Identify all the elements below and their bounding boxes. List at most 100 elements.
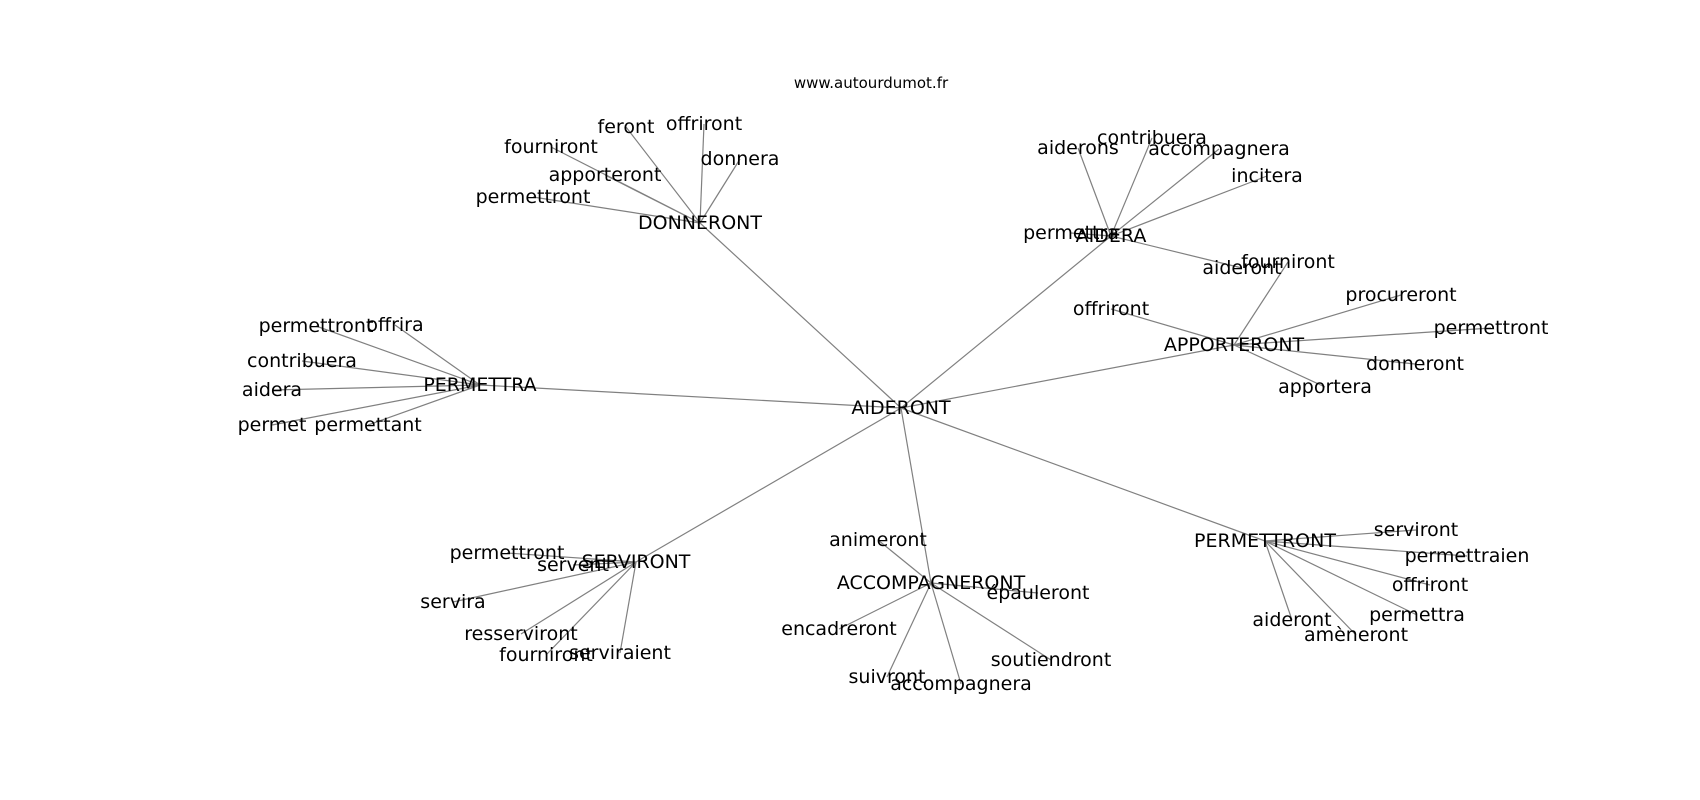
edge-hub-leaf <box>877 539 932 584</box>
edge-hub-leaf <box>1264 540 1293 621</box>
edge-hub-leaf <box>1110 235 1243 269</box>
leaf-node-label[interactable]: fourniront <box>1241 251 1335 273</box>
edge-hub-leaf <box>315 325 481 386</box>
leaf-node-label[interactable]: amèneront <box>1304 624 1408 646</box>
hub-node-label[interactable]: APPORTERONT <box>1164 334 1305 356</box>
leaf-node-label[interactable]: encadreront <box>781 618 896 640</box>
edge-center-hub <box>699 222 902 409</box>
edge-center-hub <box>900 235 1112 409</box>
edge-center-hub <box>635 407 902 563</box>
edge-center-hub <box>900 407 1266 542</box>
edge-hub-leaf <box>1110 148 1220 237</box>
leaf-node-label[interactable]: accompagnera <box>1148 138 1290 160</box>
edge-hub-leaf <box>930 582 962 685</box>
leaf-node-label[interactable]: fourniront <box>504 136 598 158</box>
edge-hub-leaf <box>1264 540 1468 557</box>
edge-hub-leaf <box>1233 294 1402 346</box>
leaf-node-label[interactable]: permettant <box>314 414 421 436</box>
leaf-node-label[interactable]: apporteront <box>549 164 662 186</box>
edge-hub-leaf <box>930 582 1052 661</box>
leaf-node-label[interactable]: permettra <box>1369 604 1465 626</box>
edge-hub-leaf <box>572 561 637 566</box>
leaf-node-label[interactable]: serviraient <box>569 642 671 664</box>
leaf-node-label[interactable]: contribuera <box>1097 127 1207 149</box>
edge-hub-leaf <box>1264 529 1417 542</box>
edge-hub-leaf <box>367 384 481 426</box>
leaf-node-label[interactable]: offrira <box>366 314 423 336</box>
edge-hub-leaf <box>271 384 481 391</box>
edge-hub-leaf <box>699 158 741 224</box>
graph-edges <box>271 123 1492 685</box>
leaf-node-label[interactable]: resserviront <box>464 623 577 645</box>
leaf-node-label[interactable]: apportera <box>1278 376 1372 398</box>
leaf-node-label[interactable]: fourniront <box>499 644 593 666</box>
hub-node-label[interactable]: DONNERONT <box>638 212 762 234</box>
leaf-node-label[interactable]: permettront <box>259 315 374 337</box>
leaf-node-label[interactable]: aiderons <box>1037 137 1119 159</box>
edge-hub-leaf <box>838 582 932 630</box>
edge-hub-leaf <box>1264 540 1418 616</box>
leaf-node-label[interactable]: soutiendront <box>991 649 1112 671</box>
edge-hub-leaf <box>532 196 701 224</box>
edge-hub-leaf <box>699 123 705 224</box>
leaf-node-label[interactable]: permettront <box>450 542 565 564</box>
hub-node-label[interactable]: PERMETTRA <box>423 374 536 396</box>
leaf-node-label[interactable]: offriront <box>1392 574 1468 596</box>
leaf-node-label[interactable]: permet <box>238 414 307 436</box>
edge-hub-leaf <box>1233 327 1492 346</box>
leaf-node-label[interactable]: servira <box>420 591 485 613</box>
leaf-node-label[interactable]: feront <box>598 116 655 138</box>
leaf-node-label[interactable]: permettra <box>1023 222 1119 244</box>
leaf-node-label[interactable]: accompagnera <box>890 673 1032 695</box>
graph-nodes: AIDERONT DONNERONT feront offriront fourniro… <box>238 113 1549 695</box>
edge-hub-leaf <box>1233 261 1289 346</box>
leaf-node-label[interactable]: donneront <box>1366 353 1464 375</box>
leaf-node-label[interactable]: aideront <box>1202 257 1281 279</box>
leaf-node-label[interactable]: contribuera <box>247 350 357 372</box>
site-credit: www.autourdumot.fr <box>794 74 949 92</box>
edge-hub-leaf <box>1233 344 1416 365</box>
edge-hub-leaf <box>1110 175 1268 237</box>
leaf-node-label[interactable]: aidera <box>242 379 302 401</box>
leaf-node-label[interactable]: suivront <box>849 666 926 688</box>
leaf-node-label[interactable]: offriront <box>1073 298 1149 320</box>
leaf-node-label[interactable]: permettront <box>1434 317 1549 339</box>
leaf-node-label[interactable]: servent <box>537 554 609 576</box>
edge-center-hub <box>900 344 1235 409</box>
edge-hub-leaf <box>619 561 637 654</box>
edge-hub-leaf <box>625 126 701 224</box>
edge-hub-leaf <box>1110 308 1235 346</box>
edge-hub-leaf <box>1077 147 1112 237</box>
leaf-node-label[interactable]: permettront <box>476 186 591 208</box>
edge-hub-leaf <box>886 582 932 678</box>
hub-node-label[interactable]: PERMETTRONT <box>1194 530 1336 552</box>
hub-node-label[interactable]: ACCOMPAGNERONT <box>837 572 1026 594</box>
leaf-node-label[interactable]: donnera <box>701 148 780 170</box>
edge-hub-leaf <box>1070 232 1112 237</box>
edge-hub-leaf <box>506 552 637 563</box>
edge-hub-leaf <box>1264 540 1431 586</box>
leaf-node-label[interactable]: serviront <box>1374 519 1458 541</box>
edge-hub-leaf <box>545 561 637 656</box>
edge-hub-leaf <box>1233 344 1326 388</box>
hub-node-label[interactable]: SERVIRONT <box>582 551 691 573</box>
edge-hub-leaf <box>604 174 701 224</box>
leaf-node-label[interactable]: animeront <box>829 529 927 551</box>
edge-hub-leaf <box>301 360 481 386</box>
edge-hub-leaf <box>1264 540 1357 636</box>
leaf-node-label[interactable]: permettraien <box>1405 545 1530 567</box>
edge-hub-leaf <box>1110 137 1153 237</box>
leaf-node-label[interactable]: offriront <box>666 113 742 135</box>
edge-hub-leaf <box>520 561 637 635</box>
edge-hub-leaf <box>394 324 481 386</box>
edge-center-hub <box>900 407 932 584</box>
edge-hub-leaf <box>930 582 1039 594</box>
leaf-node-label[interactable]: aideront <box>1252 609 1331 631</box>
hub-node-label[interactable]: AIDERA <box>1076 225 1147 247</box>
leaf-node-label[interactable]: incitera <box>1231 165 1303 187</box>
edge-hub-leaf <box>271 384 481 426</box>
leaf-node-label[interactable]: procureront <box>1345 284 1456 306</box>
center-node-label[interactable]: AIDERONT <box>851 397 951 419</box>
leaf-node-label[interactable]: épauleront <box>987 582 1090 604</box>
